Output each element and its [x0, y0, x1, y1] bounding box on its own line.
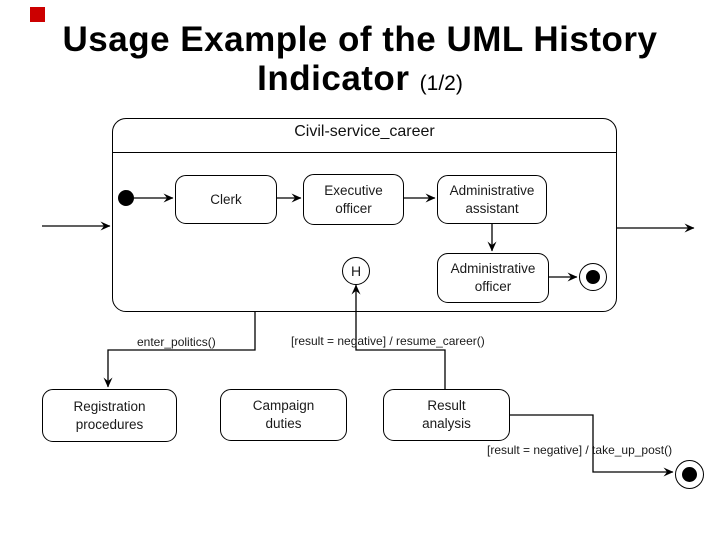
state-result-analysis: Result analysis: [383, 389, 510, 441]
final-state-dot: [682, 467, 697, 482]
initial-state-node: [118, 190, 134, 206]
history-indicator-node: H: [342, 257, 370, 285]
state-administrative-officer: Administrative officer: [437, 253, 549, 303]
state-executive-officer: Executive officer: [303, 174, 404, 225]
transition-label-enter-politics: enter_politics(): [137, 335, 216, 349]
slide-title-line1: Usage Example of the UML History: [62, 20, 658, 59]
state-administrative-assistant: Administrative assistant: [437, 175, 547, 224]
accent-square-icon: [30, 7, 45, 22]
slide-title-line2: Indicator (1/2): [257, 59, 463, 98]
transition-label-resume-career: [result = negative] / resume_career(): [291, 334, 485, 348]
composite-state-title: Civil-service_career: [113, 119, 616, 153]
final-state-dot: [586, 270, 600, 284]
state-registration-procedures: Registration procedures: [42, 389, 177, 442]
state-campaign-duties: Campaign duties: [220, 389, 347, 441]
transition-label-take-up-post: [result = negative] / take_up_post(): [487, 443, 673, 457]
slide-title: Usage Example of the UML History Indicat…: [0, 20, 720, 103]
final-state-node-outer: [675, 460, 704, 489]
final-state-node-inner: [579, 263, 607, 291]
page-indicator: (1/2): [419, 72, 463, 95]
state-clerk: Clerk: [175, 175, 277, 224]
